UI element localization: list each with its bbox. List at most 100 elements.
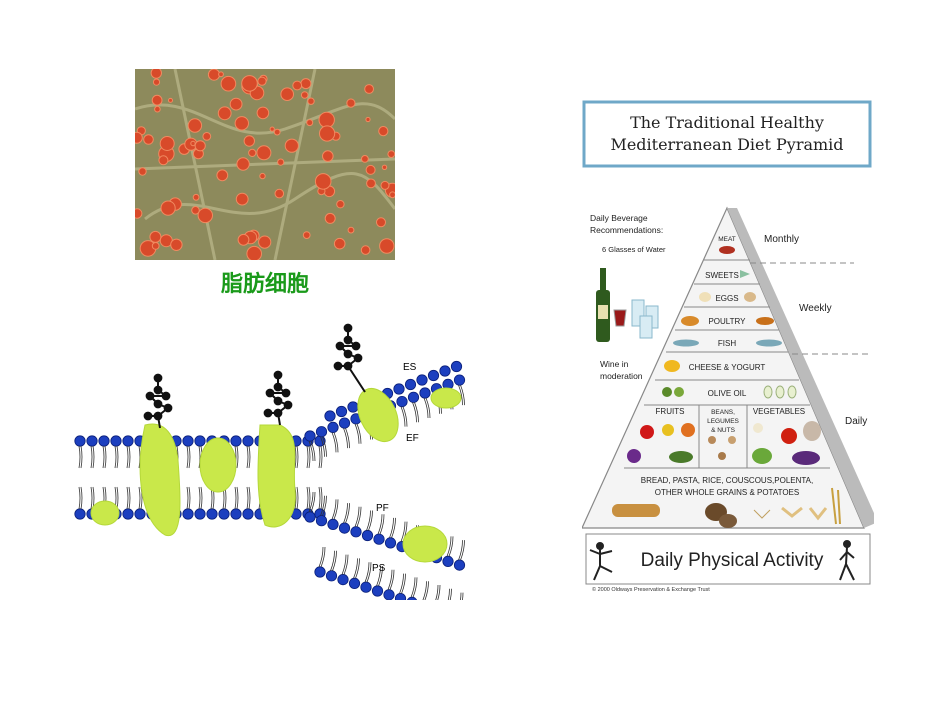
lipid-head — [122, 435, 134, 447]
lipid-head — [314, 566, 326, 578]
beverage-heading-2: Recommendations: — [590, 225, 663, 235]
fat-droplet — [135, 208, 143, 219]
fat-droplet — [365, 164, 376, 175]
label-ps: PS — [372, 563, 386, 574]
label-pf: PF — [376, 503, 389, 514]
tier-grains-2: OTHER WHOLE GRAINS & POTATOES — [655, 488, 799, 497]
wine-note-2: moderation — [600, 371, 643, 381]
lipid-head — [74, 435, 86, 447]
freq-weekly: Weekly — [799, 303, 832, 314]
fat-droplet — [236, 157, 250, 171]
adipocyte-caption: 脂肪细胞 — [220, 272, 309, 297]
fat-droplet — [277, 158, 285, 166]
fat-droplet — [235, 192, 249, 206]
fat-droplet — [159, 136, 175, 151]
glycan-sugar — [273, 370, 283, 380]
beverage-water: 6 Glasses of Water — [602, 245, 666, 254]
lipid-head — [218, 508, 230, 520]
lipid-head — [360, 581, 372, 593]
lipid-head — [393, 383, 405, 395]
fat-droplet — [168, 97, 173, 103]
fat-droplet — [273, 128, 281, 136]
fat-droplet — [365, 116, 371, 123]
lipid-head — [324, 410, 336, 422]
fat-droplet — [284, 138, 299, 153]
fat-droplet — [138, 167, 147, 176]
glycan-sugar — [353, 353, 363, 363]
fat-droplet — [381, 164, 388, 171]
adipocyte-micrograph — [135, 69, 395, 260]
lipid-head — [206, 508, 218, 520]
fat-droplet — [220, 75, 237, 92]
fat-droplet — [170, 238, 183, 252]
glycan-sugar — [145, 391, 155, 401]
fat-droplet — [314, 173, 332, 190]
fat-droplet — [154, 105, 161, 113]
tier-fish: FISH — [718, 339, 736, 348]
lipid-head — [450, 360, 463, 373]
glycan-sugar — [163, 403, 173, 413]
fat-droplet — [387, 150, 395, 158]
fat-droplet — [361, 155, 369, 163]
fat-droplet — [306, 119, 314, 127]
fat-droplet — [151, 94, 163, 106]
fat-droplet — [378, 126, 389, 137]
lipid-head — [394, 593, 407, 600]
glycan-sugar — [273, 382, 283, 392]
lipid-head — [350, 526, 362, 538]
fat-droplet — [379, 238, 395, 254]
glycan-sugar — [343, 335, 353, 345]
beverage-heading-1: Daily Beverage — [590, 213, 648, 223]
fat-droplet — [243, 135, 256, 147]
pyramid-title-line2: Mediterranean Diet Pyramid — [610, 135, 843, 154]
fat-droplet — [246, 245, 262, 260]
mediterranean-diet-pyramid: The Traditional Healthy Mediterranean Di… — [582, 100, 874, 593]
lipid-head — [396, 396, 408, 408]
pyramid-title-line1: The Traditional Healthy — [630, 113, 824, 132]
fat-droplet — [258, 235, 272, 249]
lipid-head — [416, 374, 428, 386]
glycan-sugar — [335, 341, 345, 351]
fat-droplet — [234, 116, 250, 131]
activity-band — [585, 533, 871, 585]
lipid-head — [361, 529, 374, 542]
lipid-head — [86, 435, 98, 447]
glycan-sugar — [273, 396, 283, 406]
lipid-head — [315, 515, 328, 527]
fat-droplet — [150, 69, 162, 79]
lipid-head — [373, 533, 385, 545]
fat-droplet — [380, 180, 390, 190]
tier-olive-oil: OLIVE OIL — [708, 389, 747, 398]
fat-droplet — [218, 71, 224, 78]
fat-droplet — [151, 242, 160, 250]
tier-fruits: FRUITS — [656, 407, 685, 416]
fat-droplet — [322, 150, 334, 162]
lipid-head — [383, 589, 395, 600]
tier-meat: MEAT — [718, 236, 736, 243]
lipid-head — [134, 508, 146, 520]
lipid-head — [110, 435, 122, 447]
fat-droplet — [152, 78, 161, 86]
lipid-head — [315, 426, 328, 438]
glycan-sugar — [161, 391, 171, 401]
lipid-head — [325, 570, 338, 582]
fat-droplet — [319, 125, 336, 142]
tier-beans-1: BEANS, — [711, 409, 735, 416]
tier-poultry: POULTRY — [708, 317, 746, 326]
label-ef: EF — [406, 433, 419, 444]
fat-droplet — [364, 84, 375, 94]
lipid-head — [335, 405, 348, 418]
fat-droplet — [300, 78, 312, 90]
lipid-head — [404, 378, 417, 391]
lipid-head — [230, 508, 242, 520]
glycan-sugar — [153, 399, 163, 409]
lipid-head — [98, 435, 110, 447]
fat-droplet — [216, 169, 229, 182]
walker-figure-icon — [839, 540, 855, 581]
lipid-head — [338, 522, 351, 534]
protein-1 — [139, 423, 181, 537]
wine-note-1: Wine in — [600, 359, 629, 369]
freq-daily: Daily — [845, 416, 867, 427]
fat-droplet — [324, 212, 336, 224]
lipid-head — [194, 508, 206, 520]
